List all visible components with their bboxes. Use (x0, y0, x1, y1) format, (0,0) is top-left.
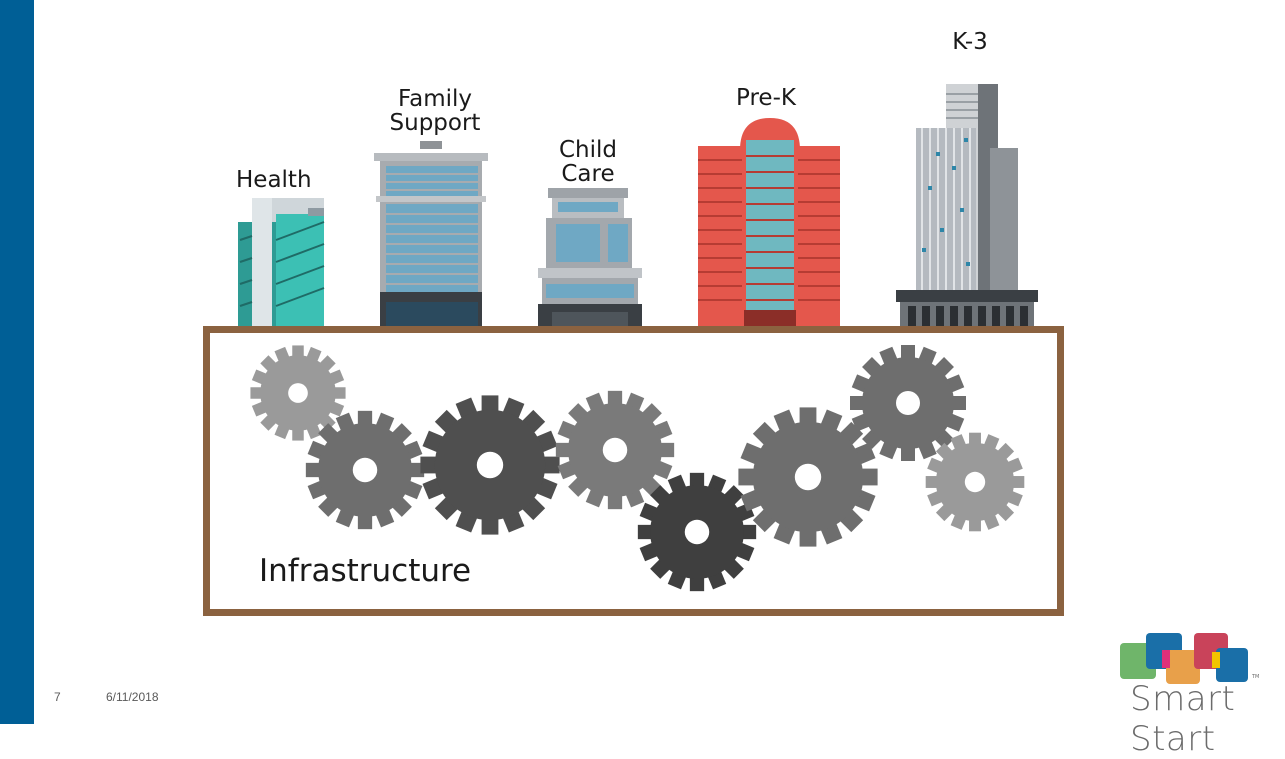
logo-wordmark: Smart Start (1130, 679, 1236, 759)
k-3-building-icon (896, 84, 1038, 326)
gear-icon (250, 345, 346, 441)
gears-illustration (250, 345, 1025, 592)
gear-icon (637, 472, 757, 592)
building-label-child-care: Child Care (558, 137, 618, 187)
trademark-mark: TM (1252, 674, 1260, 680)
building-label-health: Health (236, 167, 312, 193)
gear-icon (850, 345, 966, 461)
infrastructure-label: Infrastructure (259, 553, 472, 589)
health-building-icon (238, 198, 325, 326)
building-label-family-support: Family Support (389, 86, 481, 136)
gear-icon (420, 395, 560, 535)
gear-icon (925, 432, 1025, 532)
gear-icon (555, 390, 675, 510)
slide-date: 6/11/2018 (106, 690, 159, 704)
smart-start-logo-icon (1120, 633, 1248, 684)
gear-icon (738, 407, 878, 547)
pre-k-building-icon (698, 118, 840, 326)
buildings-illustration (238, 84, 1038, 326)
slide-number: 7 (54, 690, 61, 704)
building-label-pre-k: Pre-K (736, 85, 796, 111)
family-support-building-icon (374, 141, 488, 326)
gear-icon (305, 410, 425, 530)
sidebar-accent-bar (0, 0, 34, 724)
building-label-k-3: K-3 (952, 29, 988, 55)
child-care-building-icon (538, 188, 642, 326)
